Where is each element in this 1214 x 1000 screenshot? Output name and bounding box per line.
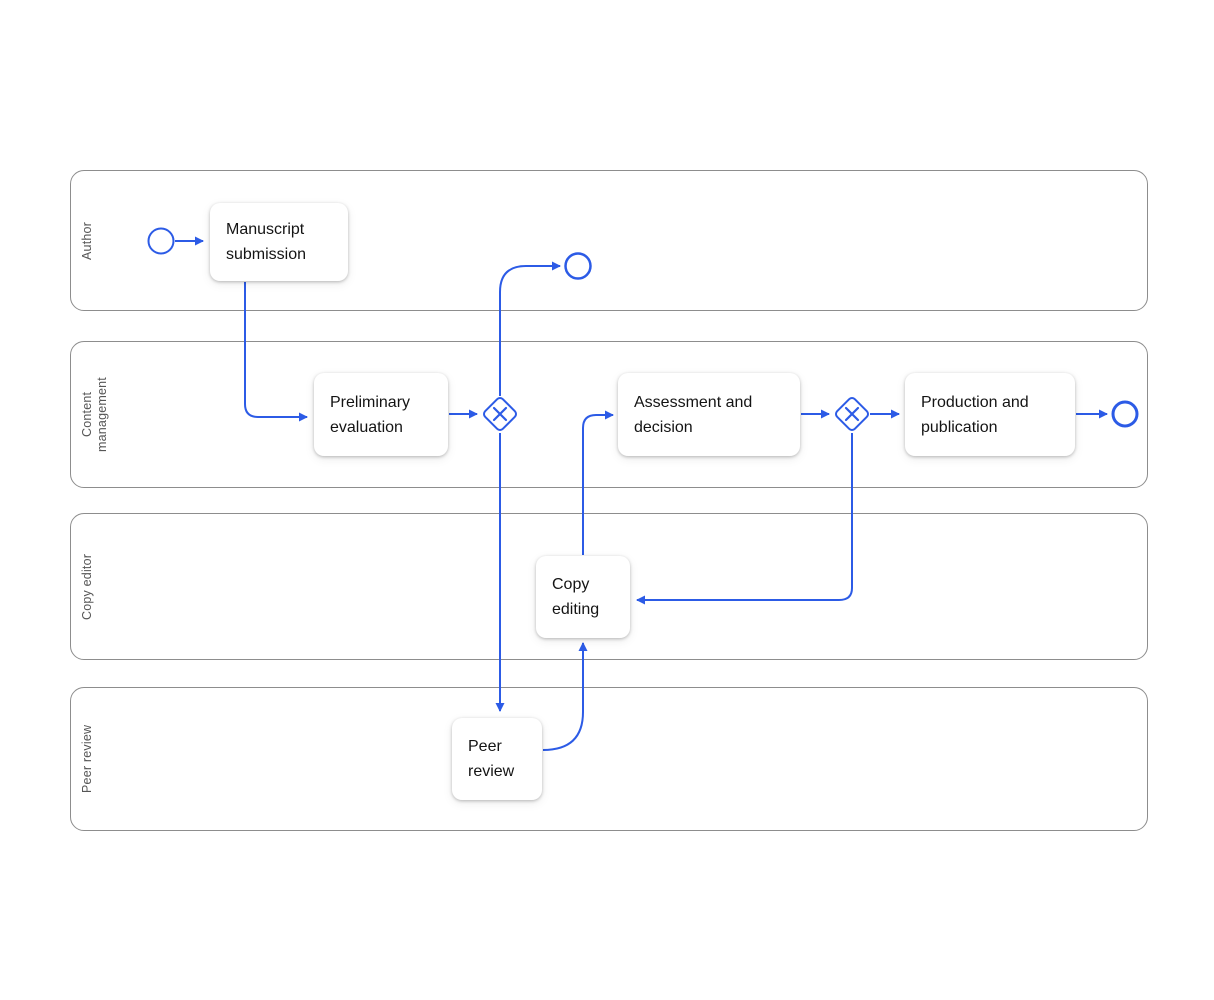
flow-peer-review-to-copy-editing: [542, 642, 588, 751]
task-label: Preliminary evaluation: [330, 393, 411, 436]
exclusive-gateway-1[interactable]: [482, 396, 518, 432]
task-label: Production and publication: [921, 393, 1029, 436]
lane-author: Author: [70, 170, 1148, 311]
task-peer-review[interactable]: Peer review: [452, 718, 542, 800]
flow-gateway2-to-copy-editing: [636, 433, 853, 605]
gateway-x-icon: [492, 406, 508, 422]
flow-gateway1-to-end-top: [499, 261, 561, 396]
end-event-top-icon[interactable]: [564, 252, 592, 280]
task-copy-editing[interactable]: Copy editing: [536, 556, 630, 638]
task-label: Assessment and decision: [634, 393, 753, 436]
task-label: Copy editing: [552, 576, 600, 618]
task-manuscript-submission[interactable]: Manuscript submission: [210, 203, 348, 281]
end-event-final-icon[interactable]: [1111, 400, 1139, 428]
task-label: Peer review: [468, 738, 515, 780]
exclusive-gateway-2[interactable]: [834, 396, 870, 432]
lane-content-management: Content management: [70, 341, 1148, 488]
task-preliminary-evaluation[interactable]: Preliminary evaluation: [314, 373, 448, 456]
start-event-icon[interactable]: [147, 227, 175, 255]
flow-copy-editing-to-assessment: [582, 410, 614, 555]
lane-copy-editor: Copy editor: [70, 513, 1148, 660]
flow-manuscript-to-preliminary: [244, 282, 308, 422]
task-label: Manuscript submission: [226, 221, 307, 263]
task-assessment-and-decision[interactable]: Assessment and decision: [618, 373, 800, 456]
lane-peer-review: Peer review: [70, 687, 1148, 831]
task-production-and-publication[interactable]: Production and publication: [905, 373, 1075, 456]
gateway-x-icon: [844, 406, 860, 422]
